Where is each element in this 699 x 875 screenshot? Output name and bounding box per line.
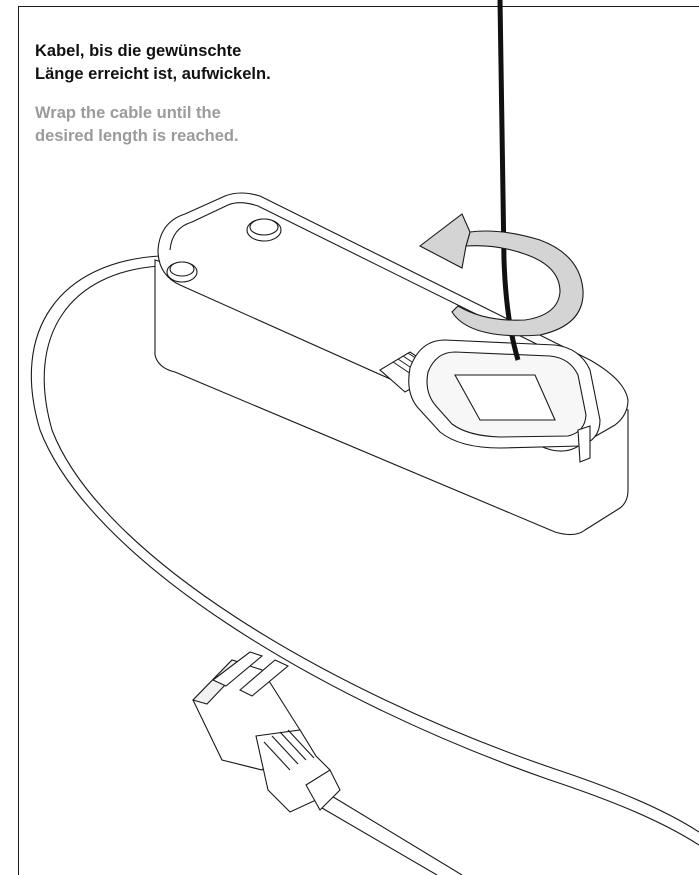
cable-reel-box-icon [154, 192, 629, 536]
instruction-text: Kabel, bis die gewünschte Länge erreicht… [35, 40, 365, 148]
plug-cable [321, 794, 463, 875]
schuko-plug-icon [191, 651, 341, 813]
vertical-cable [497, 0, 521, 361]
instruction-english: Wrap the cable until the desired length … [35, 102, 365, 148]
instruction-english-line-1: Wrap the cable until the [35, 104, 221, 122]
frame-top-border [18, 6, 699, 7]
instruction-german: Kabel, bis die gewünschte Länge erreicht… [35, 40, 365, 86]
instruction-german-line-2: Länge erreicht ist, aufwickeln. [35, 65, 271, 83]
rotate-counterclockwise-arrow-icon [418, 213, 584, 337]
frame-left-border [18, 6, 19, 875]
instruction-english-line-2: desired length is reached. [35, 127, 239, 145]
instruction-german-line-1: Kabel, bis die gewünschte [35, 42, 242, 60]
cable-loop [30, 255, 699, 846]
